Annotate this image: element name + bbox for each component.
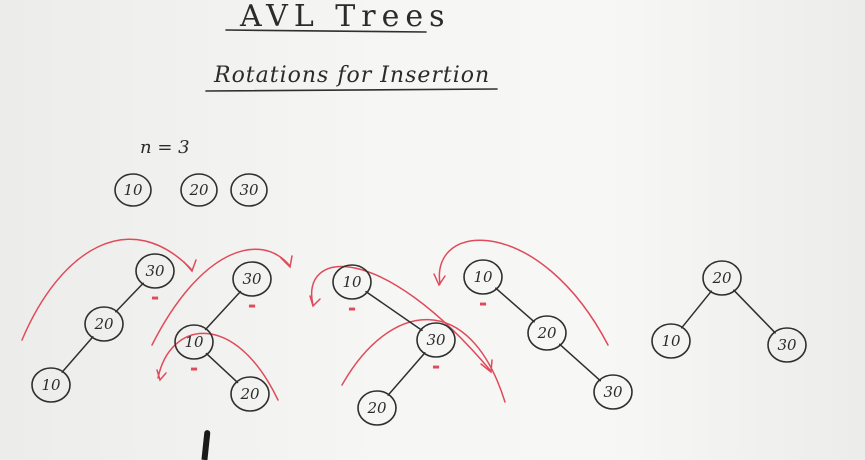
node-circle (463, 259, 503, 295)
tree-node-10: 10 (651, 323, 691, 359)
n-label: n = 3 (140, 137, 190, 158)
key-circle (114, 173, 152, 207)
node-label: 20 (536, 324, 557, 342)
node-circle (135, 253, 175, 289)
tree-node-20: 20 (527, 315, 567, 351)
rotation-arrow-1 (21, 238, 193, 341)
tree-node-30: 30 (767, 327, 807, 363)
key-label: 20 (188, 181, 209, 199)
balance-mark: - (190, 356, 198, 380)
node-circle (332, 264, 372, 300)
node-label: 10 (473, 268, 493, 286)
node-circle (232, 261, 272, 297)
tree-node-10: 10 (332, 264, 372, 300)
balance-mark: - (348, 296, 356, 320)
node-circle (357, 390, 397, 426)
tree-edge (204, 290, 242, 331)
node-label: 20 (93, 315, 114, 333)
balance-mark: - (151, 285, 159, 309)
key-circle (230, 173, 268, 207)
rotation-arrow-6 (438, 239, 609, 346)
tree-edge (365, 290, 423, 332)
tree-node-30: 30 (232, 261, 272, 297)
rotation-arrow-4 (310, 265, 491, 371)
key-circle (180, 173, 218, 207)
tree-2: 30 10 20 - - (174, 261, 272, 412)
tree-5: 20 10 30 (651, 260, 807, 363)
tree-edge (61, 336, 94, 373)
node-circle (230, 376, 270, 412)
rotation-arrow-5 (341, 318, 506, 403)
node-label: 30 (603, 383, 623, 401)
node-circle (702, 260, 742, 296)
tree-node-10: 10 (174, 324, 214, 360)
subtitle: Rotations for Insertion (213, 63, 490, 88)
tree-node-30: 30 (416, 322, 456, 358)
tree-edge (733, 289, 776, 334)
node-circle (416, 322, 456, 358)
rotation-arrow-2 (151, 248, 291, 346)
arrowhead-5 (480, 359, 493, 374)
node-label: 30 (426, 331, 446, 349)
node-label: 30 (242, 270, 262, 288)
tree-node-30: 30 (135, 253, 175, 289)
arrowhead-2 (280, 255, 293, 269)
arrowhead-4 (309, 295, 321, 308)
node-circle (767, 327, 807, 363)
node-label: 30 (777, 336, 797, 354)
tree-edge (205, 352, 239, 384)
node-label: 20 (711, 269, 732, 287)
tree-node-20: 20 (84, 306, 124, 342)
node-label: 10 (661, 332, 681, 350)
page-title: AVL Trees (239, 0, 451, 34)
key-label: 10 (123, 181, 143, 199)
tree-edge (495, 287, 535, 323)
tree-edge (558, 343, 602, 382)
tree-node-20: 20 (230, 376, 270, 412)
arrowhead-1 (183, 259, 197, 273)
tree-node-20: 20 (702, 260, 742, 296)
key-sequence: 10 20 30 (114, 173, 268, 207)
tree-node-10: 10 (31, 367, 71, 403)
key-10: 10 (114, 173, 152, 207)
tree-node-20: 20 (357, 390, 397, 426)
node-label: 20 (366, 399, 387, 417)
node-label: 10 (184, 333, 204, 351)
node-circle (527, 315, 567, 351)
tree-edge (680, 290, 713, 329)
tree-node-10: 10 (463, 259, 503, 295)
arrowhead-6 (433, 273, 446, 287)
tree-4: 10 20 30 - (463, 259, 633, 410)
node-circle (593, 374, 633, 410)
node-circle (31, 367, 71, 403)
tree-edge (387, 352, 426, 396)
rotation-arrow-3 (157, 332, 279, 401)
key-30: 30 (230, 173, 268, 207)
node-label: 10 (342, 273, 362, 291)
node-label: 10 (41, 376, 61, 394)
key-20: 20 (180, 173, 218, 207)
node-circle (84, 306, 124, 342)
key-label: 30 (239, 181, 259, 199)
subtitle-underline (205, 88, 498, 92)
title-underline (225, 29, 427, 33)
node-label: 30 (145, 262, 165, 280)
balance-mark: - (432, 354, 440, 378)
node-label: 20 (239, 385, 260, 403)
balance-mark: - (479, 291, 487, 315)
node-circle (174, 324, 214, 360)
tree-1: 30 20 10 - (31, 253, 175, 403)
node-circle (651, 323, 691, 359)
trees: 30 20 10 - 30 10 20 - - 10 30 20 - - 10 20 30 - 20 10 30 (31, 253, 807, 426)
tree-node-30: 30 (593, 374, 633, 410)
tree-edge (115, 282, 144, 313)
balance-mark: - (248, 293, 256, 317)
tree-3: 10 30 20 - - (332, 264, 456, 426)
arrowhead-3 (156, 369, 167, 382)
